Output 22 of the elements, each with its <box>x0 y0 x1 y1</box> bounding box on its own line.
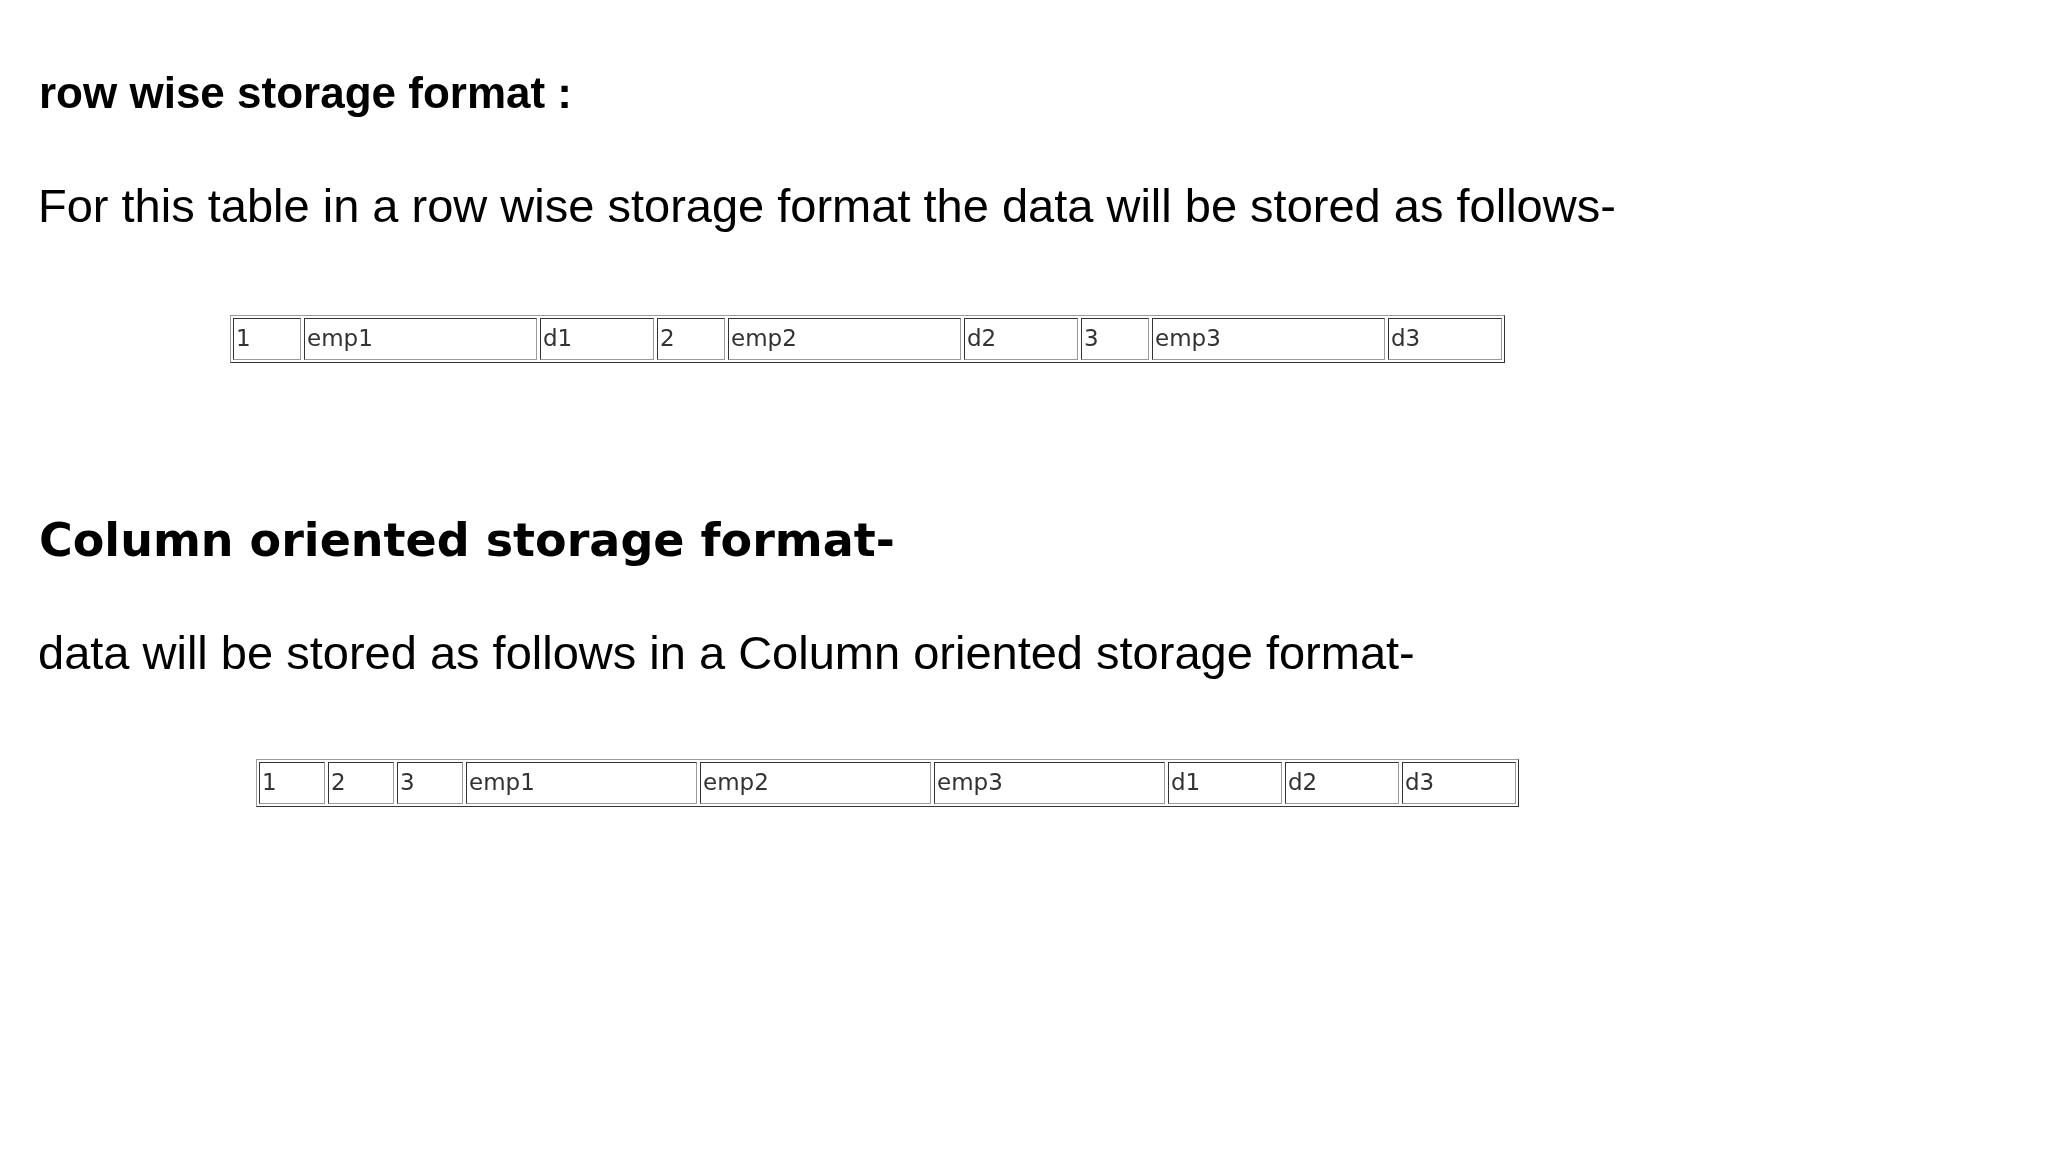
table-cell: emp1 <box>466 762 697 804</box>
table-cell: d1 <box>540 318 654 360</box>
table-cell: d2 <box>1285 762 1399 804</box>
table-cell: emp2 <box>700 762 931 804</box>
section-heading: row wise storage format : <box>39 68 572 119</box>
table-cell: 2 <box>657 318 725 360</box>
body-text: For this table in a row wise storage format the data will be stored as follows- <box>38 179 1616 234</box>
table-cell: d1 <box>1168 762 1282 804</box>
section-heading: Column oriented storage format- <box>39 514 895 567</box>
table-cell: 1 <box>259 762 325 804</box>
table-cell: 3 <box>397 762 463 804</box>
table-cell: d3 <box>1388 318 1502 360</box>
table-cell: d3 <box>1402 762 1516 804</box>
table-cell: emp1 <box>304 318 537 360</box>
body-text: data will be stored as follows in a Column oriented storage format- <box>38 626 1415 681</box>
table-cell: 2 <box>328 762 394 804</box>
table-cell: emp3 <box>934 762 1165 804</box>
table-cell: emp2 <box>728 318 961 360</box>
table-cell: emp3 <box>1152 318 1385 360</box>
table-cell: 3 <box>1081 318 1149 360</box>
table-cell: 1 <box>233 318 301 360</box>
table-cell: d2 <box>964 318 1078 360</box>
